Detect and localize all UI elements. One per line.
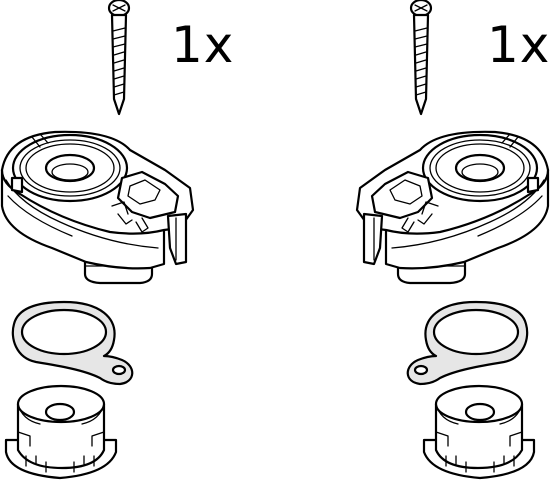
hinge-bracket-left	[0, 130, 195, 285]
locking-ring-left	[11, 300, 134, 386]
locking-ring-right	[406, 300, 529, 386]
quantity-label-right: 1x	[487, 16, 550, 74]
hinge-bracket-right	[355, 130, 550, 285]
quantity-label-left: 1x	[171, 16, 235, 74]
screw-right	[409, 0, 433, 116]
nut-cap-right	[422, 384, 536, 480]
screw-left	[107, 0, 131, 116]
nut-cap-left	[4, 384, 118, 480]
left-kit	[0, 0, 195, 480]
